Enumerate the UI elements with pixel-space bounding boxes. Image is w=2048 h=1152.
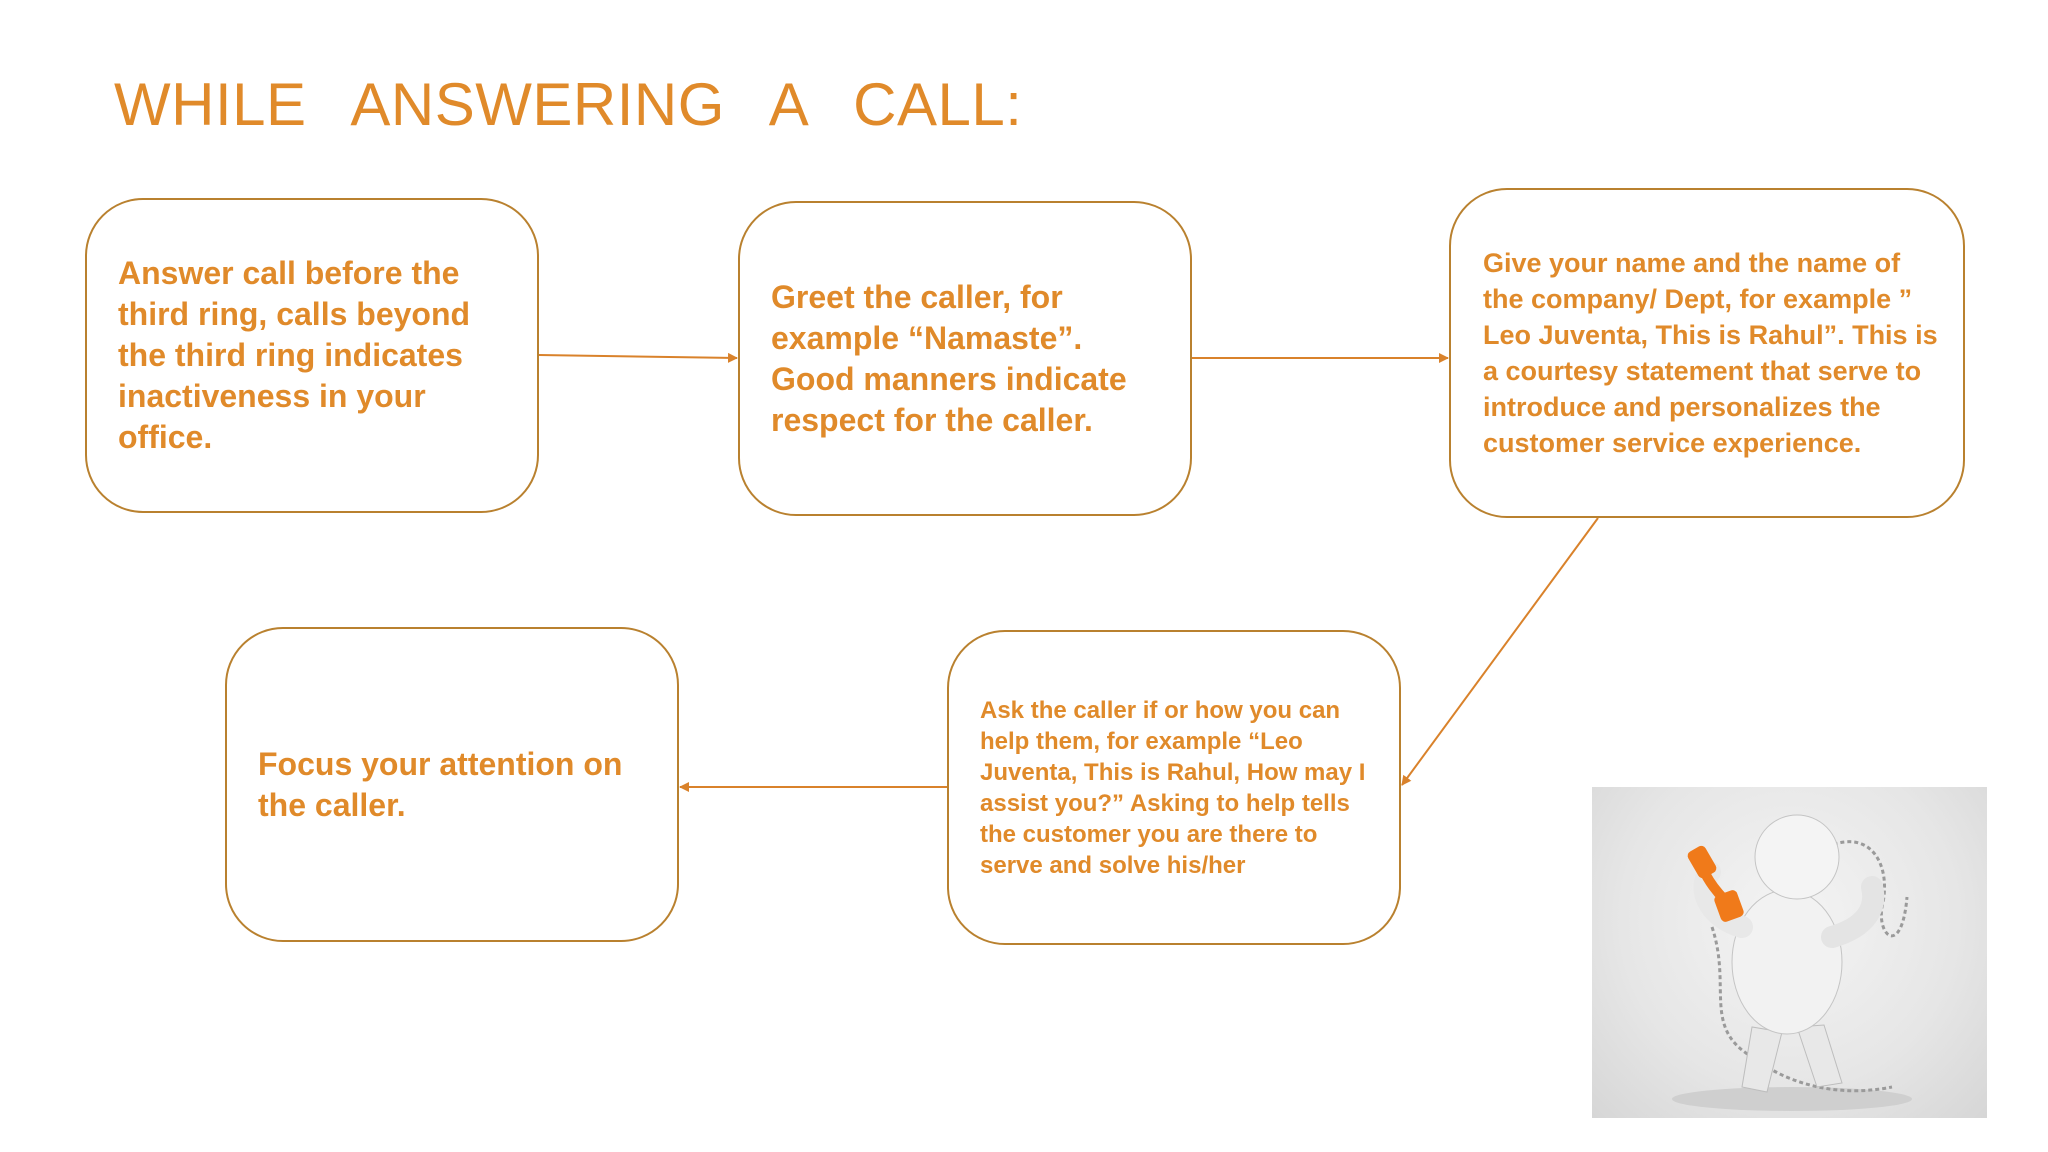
arrow-introduce-to-ask (1401, 517, 1599, 786)
step-greet-text: Greet the caller, for example “Namaste”.… (771, 278, 1127, 438)
step-ask-box: Ask the caller if or how you can help th… (947, 630, 1401, 945)
step-answer-text: Answer call before the third ring, calls… (118, 255, 471, 455)
person-on-phone-illustration (1592, 787, 1987, 1118)
step-introduce-text: Give your name and the name of the compa… (1483, 248, 1938, 458)
person-phone-icon (1672, 814, 1912, 1111)
step-introduce-box: Give your name and the name of the compa… (1449, 188, 1965, 518)
step-focus-text: Focus your attention on the caller. (258, 745, 623, 823)
step-greet-box: Greet the caller, for example “Namaste”.… (738, 201, 1192, 516)
step-answer-box: Answer call before the third ring, calls… (85, 198, 539, 513)
step-ask-text: Ask the caller if or how you can help th… (980, 696, 1366, 879)
page-title: WHILE ANSWERING A CALL: (114, 71, 1023, 138)
step-focus-box: Focus your attention on the caller. (225, 627, 679, 942)
arrow-answer-to-greet (538, 352, 738, 363)
